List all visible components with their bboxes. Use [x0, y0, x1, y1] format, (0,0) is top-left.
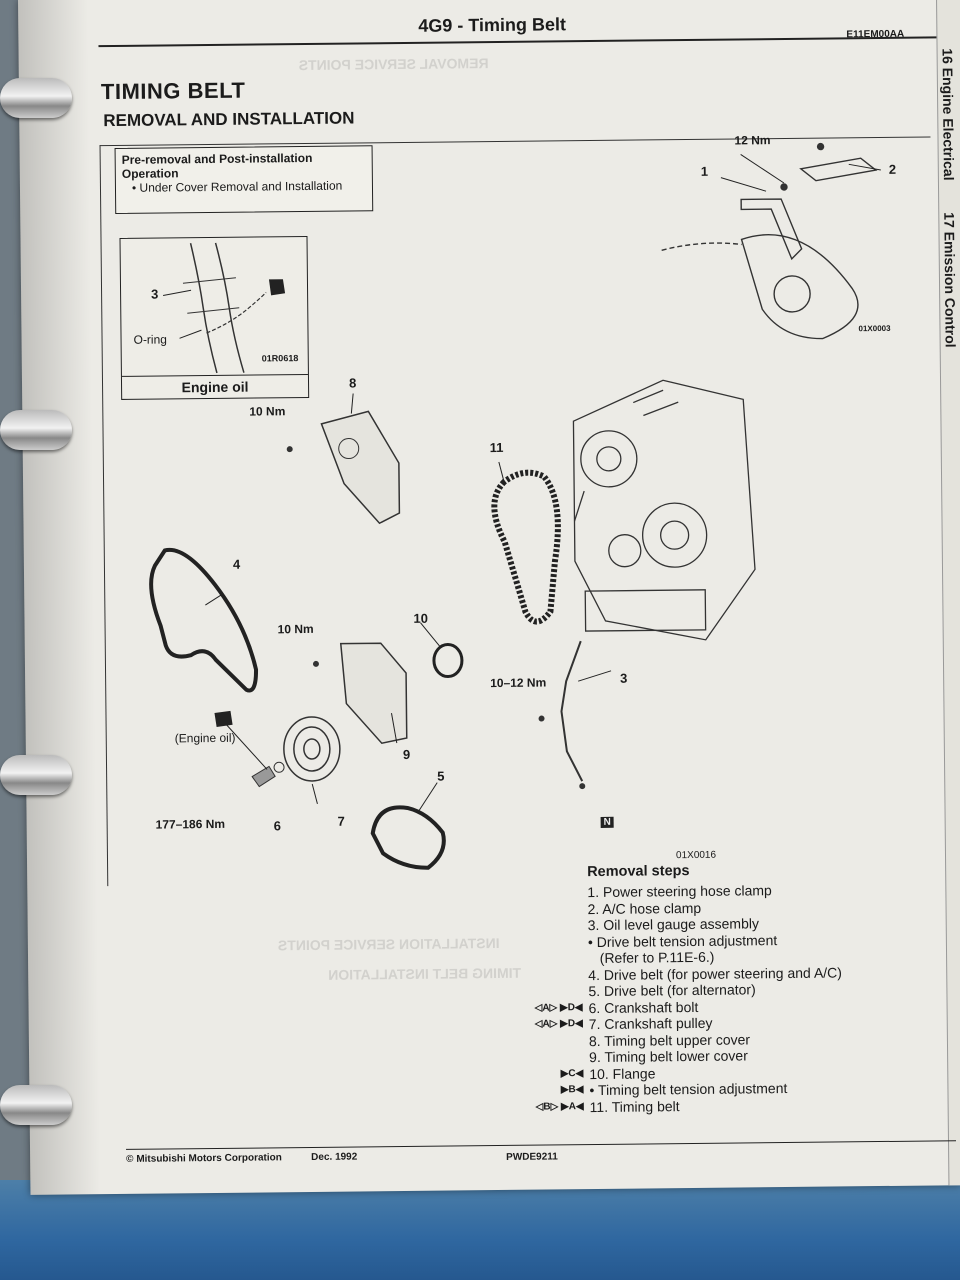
engine-block — [572, 379, 756, 641]
oring-detail-box: 3 O-ring 01R0618 Engine oil — [119, 235, 310, 400]
callout-8: 8 — [348, 375, 357, 391]
removal-steps-heading: Removal steps — [587, 863, 690, 881]
exploded-diagram: Pre-removal and Post-installation Operat… — [99, 133, 939, 887]
fig-code-main: 01X0016 — [675, 849, 717, 862]
crankshaft-pulley — [283, 716, 341, 782]
doc-code: E11EM00AA — [846, 28, 905, 41]
binder-ring — [0, 755, 72, 795]
removal-step-text: 6. Crankshaft bolt — [588, 998, 699, 1016]
callout-4: 4 — [232, 556, 241, 572]
callout-10: 10 — [413, 610, 429, 626]
service-point-marks: ▶C◀ — [560, 1067, 584, 1079]
lower-cover — [339, 642, 408, 745]
page-footer: © Mitsubishi Motors Corporation Dec. 199… — [126, 1140, 957, 1165]
service-point-marks: ◁B▷ ▶A◀ — [535, 1100, 584, 1113]
tab-emission-control[interactable]: 17 Emission Control — [941, 212, 959, 348]
service-point-marks: ▶B◀ — [560, 1084, 584, 1096]
header-title: 4G9 - Timing Belt — [418, 14, 567, 36]
removal-step-text: 2. A/C hose clamp — [587, 899, 702, 917]
oring-drawing — [163, 242, 286, 374]
show-through-text: REMOVAL SERVICE POINTS — [298, 55, 489, 74]
removal-step-text: 11. Timing belt — [589, 1097, 680, 1115]
torque-10nm-upper: 10 Nm — [249, 404, 286, 419]
removal-step-text: • Drive belt tension adjustment — [587, 931, 778, 950]
hose-clamp-assembly — [661, 142, 878, 340]
callout-3: 3 — [620, 670, 628, 686]
upper-cover — [320, 410, 401, 525]
binder-ring — [0, 410, 72, 450]
removal-step-text: • Timing belt tension adjustment — [589, 1080, 788, 1099]
page-shadow — [18, 0, 101, 1195]
drive-belt-ps-ac — [149, 547, 259, 693]
manual-page: REMOVAL SERVICE POINTS INSTALLATION SERV… — [18, 0, 960, 1195]
footer-date: Dec. 1992 — [311, 1151, 358, 1163]
service-point-marks: ◁A▷ ▶D◀ — [534, 1001, 583, 1014]
removal-step-text: (Refer to P.11E-6.) — [587, 948, 715, 967]
fig-code-top: 01X0003 — [858, 323, 891, 334]
desk-surface — [0, 1180, 960, 1280]
show-through-text: TIMING BELT INSTALLATION — [328, 964, 522, 983]
oil-level-gauge — [560, 640, 584, 782]
callout-11: 11 — [489, 439, 504, 456]
page-header: 4G9 - Timing Belt — [98, 10, 949, 48]
n-mark: N — [600, 816, 614, 828]
torque-10nm-lower: 10 Nm — [277, 621, 314, 637]
service-point-marks: ◁A▷ ▶D◀ — [534, 1018, 583, 1030]
timing-belt — [491, 469, 561, 625]
page-subtitle: REMOVAL AND INSTALLATION — [103, 108, 355, 131]
page-title: TIMING BELT — [100, 77, 246, 105]
show-through-text: INSTALLATION SERVICE POINTS — [277, 935, 500, 954]
flange — [432, 643, 464, 679]
callout-9: 9 — [402, 746, 411, 763]
torque-177-186nm: 177–186 Nm — [155, 816, 226, 832]
removal-step-text: 8. Timing belt upper cover — [588, 1030, 751, 1049]
callout-6: 6 — [273, 818, 281, 834]
torque-12nm: 12 Nm — [734, 133, 771, 148]
callout-5: 5 — [437, 768, 445, 784]
torque-10-12nm: 10–12 Nm — [490, 675, 547, 691]
binder-ring — [0, 78, 72, 118]
drive-belt-alternator — [370, 805, 446, 870]
footer-code: PWDE9211 — [506, 1151, 558, 1163]
removal-step-text: 9. Timing belt lower cover — [589, 1047, 748, 1066]
removal-step-text: 4. Drive belt (for power steering and A/… — [588, 963, 842, 983]
crankshaft-bolt — [251, 765, 276, 788]
removal-step-text: 10. Flange — [589, 1064, 656, 1082]
callout-2: 2 — [888, 161, 897, 177]
parts-drawing — [149, 142, 881, 870]
binder-ring — [0, 1085, 72, 1125]
oil-can-icon — [214, 710, 233, 727]
callout-1: 1 — [700, 163, 709, 179]
tab-label: 16 Engine Electrical — [939, 48, 957, 181]
removal-step-text: 3. Oil level gauge assembly — [587, 915, 759, 934]
removal-step: ◁B▷ ▶A◀ 11. Timing belt — [536, 1095, 950, 1115]
copyright: © Mitsubishi Motors Corporation — [126, 1152, 282, 1165]
removal-step-text: 1. Power steering hose clamp — [587, 882, 772, 901]
removal-step-text: 5. Drive belt (for alternator) — [588, 981, 756, 1000]
callout-7: 7 — [337, 813, 345, 829]
removal-steps: Removal steps 1. Power steering hose cla… — [535, 860, 950, 1115]
engine-oil-note: (Engine oil) — [174, 730, 236, 746]
removal-step-text: 7. Crankshaft pulley — [588, 1014, 713, 1033]
